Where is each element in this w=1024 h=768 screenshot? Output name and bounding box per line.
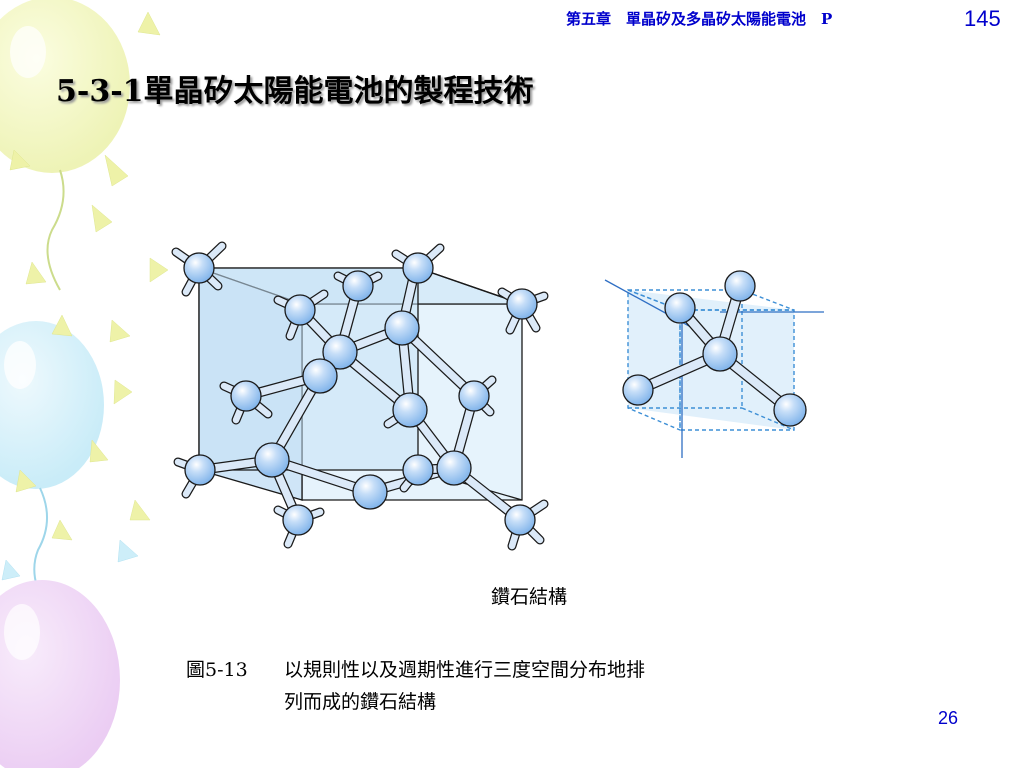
yellow-balloon: [0, 0, 130, 291]
caption-number: 圖5-13: [186, 659, 248, 681]
diagram-label: 鑽石結構: [491, 586, 568, 608]
slide-number: 26: [938, 708, 959, 728]
page-number: 145: [964, 6, 1001, 31]
silicon-atoms: [183, 252, 538, 536]
slide-title: 5-3-1單晶矽太陽能電池的製程技術: [56, 74, 534, 109]
diamond-structure-diagram: [171, 241, 824, 551]
caption-line-1: 圖5-13 以規則性以及週期性進行三度空間分布地排: [186, 654, 645, 686]
cyan-balloon: [0, 321, 104, 606]
caption-line-2: 列而成的鑽石結構: [284, 691, 437, 713]
sparkle-decorations-cyan: [1, 539, 139, 581]
figure-caption: 圖5-13 以規則性以及週期性進行三度空間分布地排 列而成的鑽石結構: [186, 654, 645, 718]
tetrahedral-unit: [604, 270, 824, 458]
chapter-header: 第五章 單晶矽及多晶矽太陽能電池 P: [566, 10, 833, 28]
sparkle-decorations: [9, 11, 169, 541]
purple-balloon: [0, 580, 120, 768]
caption-text-1: 以規則性以及週期性進行三度空間分布地排: [284, 659, 646, 681]
